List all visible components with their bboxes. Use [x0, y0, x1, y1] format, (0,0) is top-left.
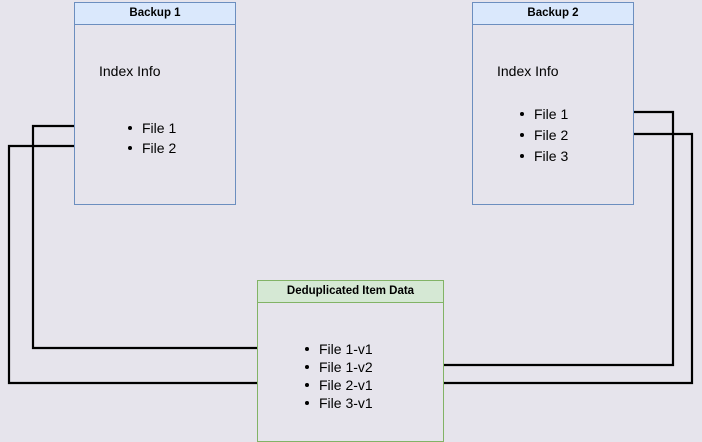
list-item-label: File 1-v1	[319, 341, 373, 357]
node-deduplicated-item-data-file-list: File 1-v1 File 1-v2 File 2-v1 File 3-v1	[304, 340, 373, 412]
node-backup-1[interactable]: Backup 1 Index Info File 1 File 2	[74, 2, 236, 205]
node-backup-1-caption: Index Info	[99, 63, 161, 79]
list-item-label: File 1-v2	[319, 359, 373, 375]
list-item[interactable]: File 3-v1	[304, 394, 373, 412]
bullet-icon	[305, 401, 309, 405]
bullet-icon	[128, 146, 132, 150]
node-deduplicated-item-data-body: File 1-v1 File 1-v2 File 2-v1 File 3-v1	[258, 303, 443, 441]
node-backup-1-body: Index Info File 1 File 2	[75, 25, 235, 204]
list-item-label: File 1	[142, 120, 177, 136]
list-item[interactable]: File 2-v1	[304, 376, 373, 394]
bullet-icon	[305, 347, 309, 351]
list-item-label: File 3	[534, 148, 569, 164]
node-backup-2-body: Index Info File 1 File 2 File 3	[473, 25, 633, 204]
list-item[interactable]: File 2	[127, 139, 176, 157]
node-deduplicated-item-data-title: Deduplicated Item Data	[258, 281, 443, 303]
list-item-label: File 1	[534, 106, 569, 122]
list-item[interactable]: File 1-v1	[304, 340, 373, 358]
bullet-icon	[305, 365, 309, 369]
bullet-icon	[520, 154, 524, 158]
node-backup-1-file-list: File 1 File 2	[127, 119, 176, 157]
bullet-icon	[305, 383, 309, 387]
bullet-icon	[128, 126, 132, 130]
bullet-icon	[520, 112, 524, 116]
list-item[interactable]: File 3	[519, 147, 568, 165]
node-backup-2-file-list: File 1 File 2 File 3	[519, 105, 568, 165]
node-backup-2-caption: Index Info	[497, 63, 559, 79]
list-item-label: File 2	[142, 140, 177, 156]
list-item-label: File 2	[534, 127, 569, 143]
list-item-label: File 2-v1	[319, 377, 373, 393]
list-item[interactable]: File 1-v2	[304, 358, 373, 376]
node-backup-2[interactable]: Backup 2 Index Info File 1 File 2 File 3	[472, 2, 634, 205]
node-deduplicated-item-data[interactable]: Deduplicated Item Data File 1-v1 File 1-…	[257, 280, 444, 442]
bullet-icon	[520, 133, 524, 137]
node-backup-1-title: Backup 1	[75, 3, 235, 25]
node-backup-2-title: Backup 2	[473, 3, 633, 25]
list-item[interactable]: File 1	[519, 105, 568, 123]
list-item[interactable]: File 2	[519, 126, 568, 144]
list-item[interactable]: File 1	[127, 119, 176, 137]
list-item-label: File 3-v1	[319, 395, 373, 411]
